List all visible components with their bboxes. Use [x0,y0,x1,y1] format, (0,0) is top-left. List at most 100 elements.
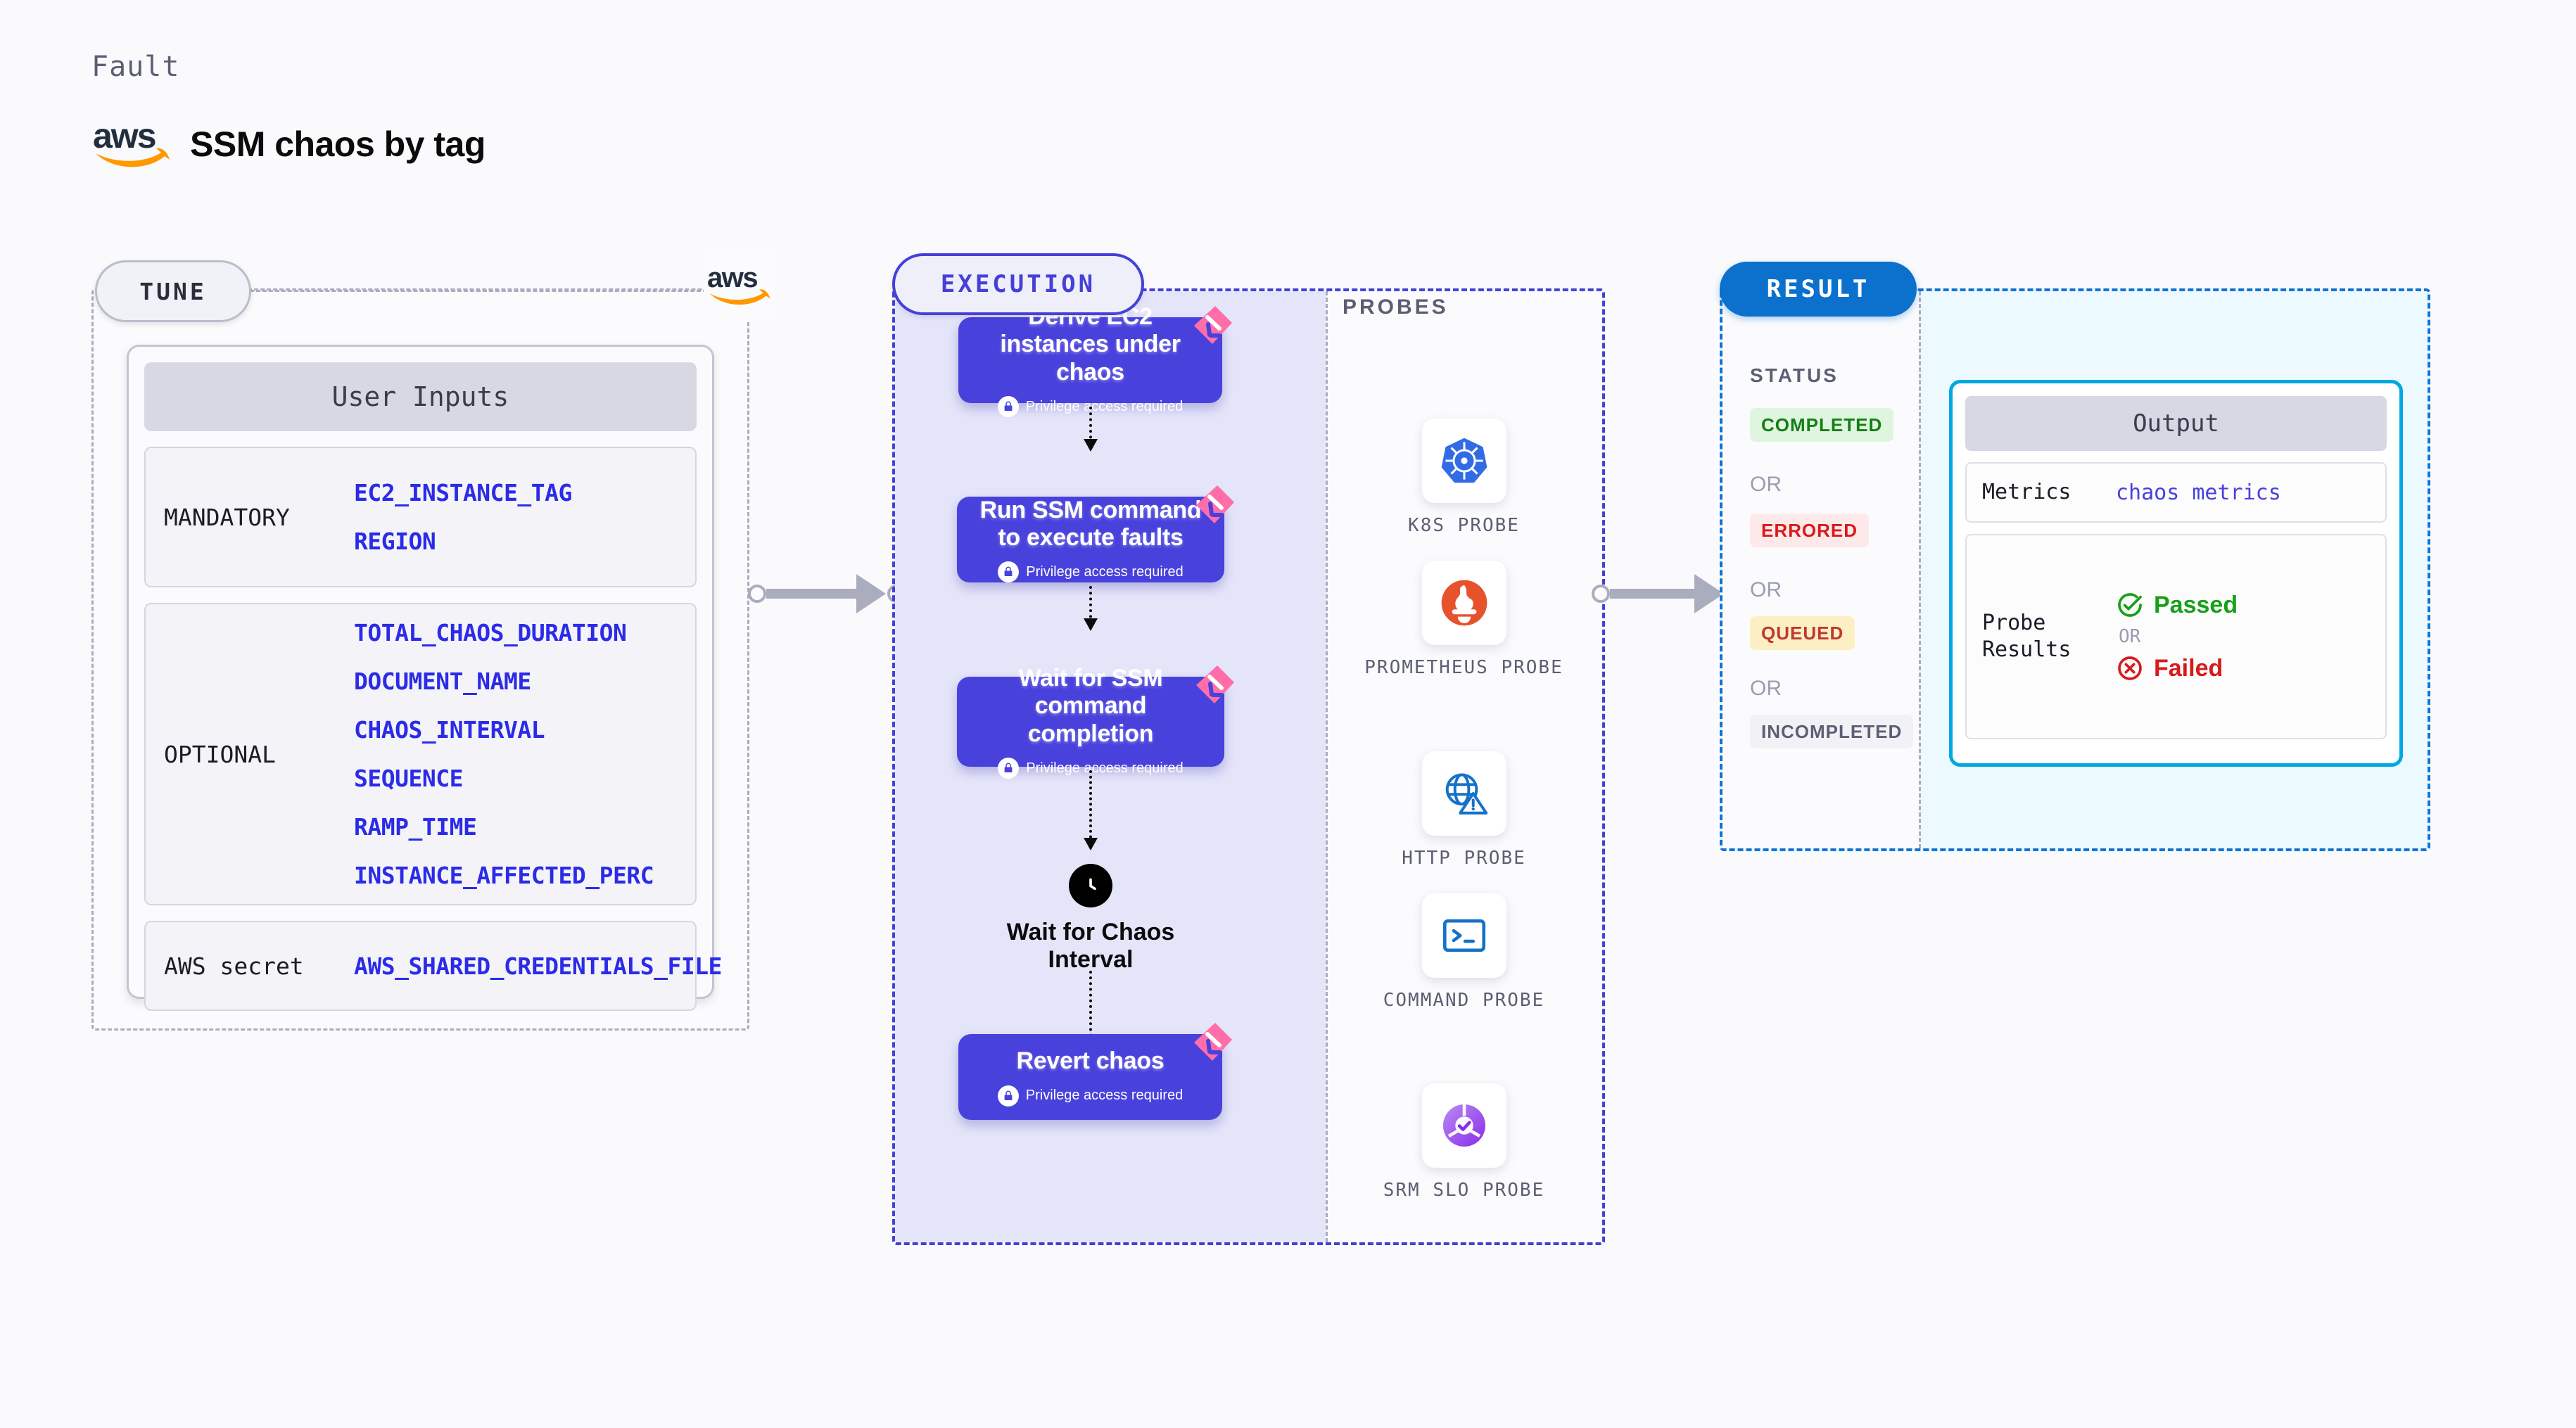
probe-command[interactable]: COMMAND PROBE [1326,893,1602,1013]
execution-badge[interactable]: EXECUTION [892,253,1144,315]
lock-icon [998,758,1020,779]
execution-section [892,288,1605,1245]
flag-badge-icon [1196,485,1234,523]
node-privilege-note: Privilege access required [997,396,1184,418]
globe-warning-icon [1445,773,1487,815]
param-aws-shared-credentials-file[interactable]: AWS_SHARED_CREDENTIALS_FILE [354,952,722,980]
flow-arrowhead [1084,618,1098,631]
kubernetes-icon [1441,438,1487,483]
node-title: Wait for Chaos Interval [1006,919,1175,974]
flow-line [1089,407,1092,450]
probe-label: K8S PROBE [1408,515,1520,536]
terminal-icon [1442,919,1485,952]
execution-node-wait-chaos-interval[interactable]: Wait for Chaos Interval [985,864,1196,974]
execution-node-wait-ssm-completion[interactable]: Wait for SSM command completion Privileg… [957,665,1234,779]
probe-passed-label: Passed [2154,591,2238,618]
aws-logo-icon: aws [91,118,175,170]
execution-node-run-ssm-command[interactable]: Run SSM command to execute faults Privil… [957,485,1234,583]
execution-node-revert-chaos[interactable]: Revert chaos Privilege access required [958,1023,1232,1120]
flow-arrowhead [1084,838,1098,850]
node-title: Revert chaos [1016,1047,1165,1075]
execution-node-derive-ec2-instances[interactable]: Derive EC2 instances under chaos Privile… [958,303,1232,418]
tune-connector-dash [250,290,707,292]
user-inputs-header: User Inputs [144,362,697,431]
connector-bar [766,589,858,599]
page-title: SSM chaos by tag [190,125,486,164]
connector-bar [1610,589,1696,599]
flag-badge-icon [1194,1023,1232,1061]
probe-result-or: OR [2119,626,2141,647]
probe-failed-label: Failed [2154,654,2223,682]
probes-label: PROBES [1343,295,1449,319]
result-badge[interactable]: RESULT [1720,262,1917,317]
status-badge-incompleted: INCOMPLETED [1750,715,1914,748]
flow-arrowhead [1084,439,1098,452]
lock-icon [998,561,1020,583]
param-region[interactable]: REGION [354,528,436,555]
output-metrics-key: Metrics [1982,479,2071,504]
node-privilege-note: Privilege access required [998,561,1184,583]
flow-arrow-3 [1084,770,1098,850]
node-privilege-note: Privilege access required [998,758,1184,779]
prometheus-icon [1441,580,1487,626]
aws-wordmark-small: aws [707,262,759,293]
status-label: STATUS [1750,364,1839,386]
probe-result-passed: Passed [2116,591,2238,619]
probe-result-failed: Failed [2116,654,2238,682]
output-row-metrics: Metrics chaos metrics [1965,462,2387,523]
connector-arrowhead [856,574,886,613]
param-group-label: AWS secret [164,952,304,980]
flow-arrow-1 [1084,407,1098,452]
flag-badge-icon [1196,665,1234,703]
param-sequence[interactable]: SEQUENCE [354,765,463,792]
param-group-label: OPTIONAL [164,740,276,768]
param-group-mandatory: MANDATORY EC2_INSTANCE_TAG REGION [144,447,697,587]
param-document-name[interactable]: DOCUMENT_NAME [354,668,531,695]
status-badge-errored: ERRORED [1750,514,1870,547]
param-group-label: MANDATORY [164,503,290,531]
connector-start-dot [748,585,766,603]
probe-srm-slo[interactable]: SRM SLO PROBE [1326,1083,1602,1203]
aws-wordmark: aws [93,116,157,155]
clock-icon [1069,864,1112,907]
node-privilege-text: Privilege access required [1025,398,1184,414]
probe-prometheus[interactable]: PROMETHEUS PROBE [1326,561,1602,680]
probe-tile [1421,419,1506,503]
lock-icon [997,396,1019,418]
node-privilege-text: Privilege access required [1026,563,1184,580]
connector-arrowhead [1694,574,1724,613]
status-badge-queued: QUEUED [1750,616,1855,650]
probe-http[interactable]: HTTP PROBE [1326,751,1602,871]
probe-tile [1421,1083,1506,1168]
probe-label: COMMAND PROBE [1383,990,1545,1011]
output-header: Output [1965,396,2387,451]
node-title: Run SSM command to execute faults [979,496,1202,551]
flow-line [1089,770,1092,849]
node-privilege-text: Privilege access required [1025,1088,1184,1104]
node-title: Wait for SSM command completion [1018,664,1163,747]
probe-k8s[interactable]: K8S PROBE [1326,419,1602,538]
param-ec2-instance-tag[interactable]: EC2_INSTANCE_TAG [354,479,572,506]
output-card: Output Metrics chaos metrics Probe Resul… [1949,380,2403,767]
lock-icon [997,1085,1019,1107]
flow-line [1089,971,1092,1048]
probe-label: PROMETHEUS PROBE [1364,657,1563,678]
param-ramp-time[interactable]: RAMP_TIME [354,813,477,841]
tune-badge[interactable]: TUNE [95,260,251,322]
connector-start-dot [1592,585,1610,603]
status-or-1: OR [1750,473,1782,496]
param-chaos-interval[interactable]: CHAOS_INTERVAL [354,716,545,744]
aws-smile-icon [96,148,170,167]
param-group-aws-secret: AWS secret AWS_SHARED_CREDENTIALS_FILE [144,921,722,1011]
output-metrics-value[interactable]: chaos metrics [2116,480,2281,505]
result-status-column [1722,291,1921,848]
probe-tile [1421,561,1506,645]
check-circle-icon [2118,593,2142,617]
output-probe-key: Probe Results [1982,610,2071,662]
param-instance-affected-perc[interactable]: INSTANCE_AFFECTED_PERC [354,862,654,889]
param-total-chaos-duration[interactable]: TOTAL_CHAOS_DURATION [354,619,627,646]
status-or-2: OR [1750,578,1782,601]
node-title: Derive EC2 instances under chaos [1000,302,1181,385]
node-privilege-note: Privilege access required [997,1085,1184,1107]
